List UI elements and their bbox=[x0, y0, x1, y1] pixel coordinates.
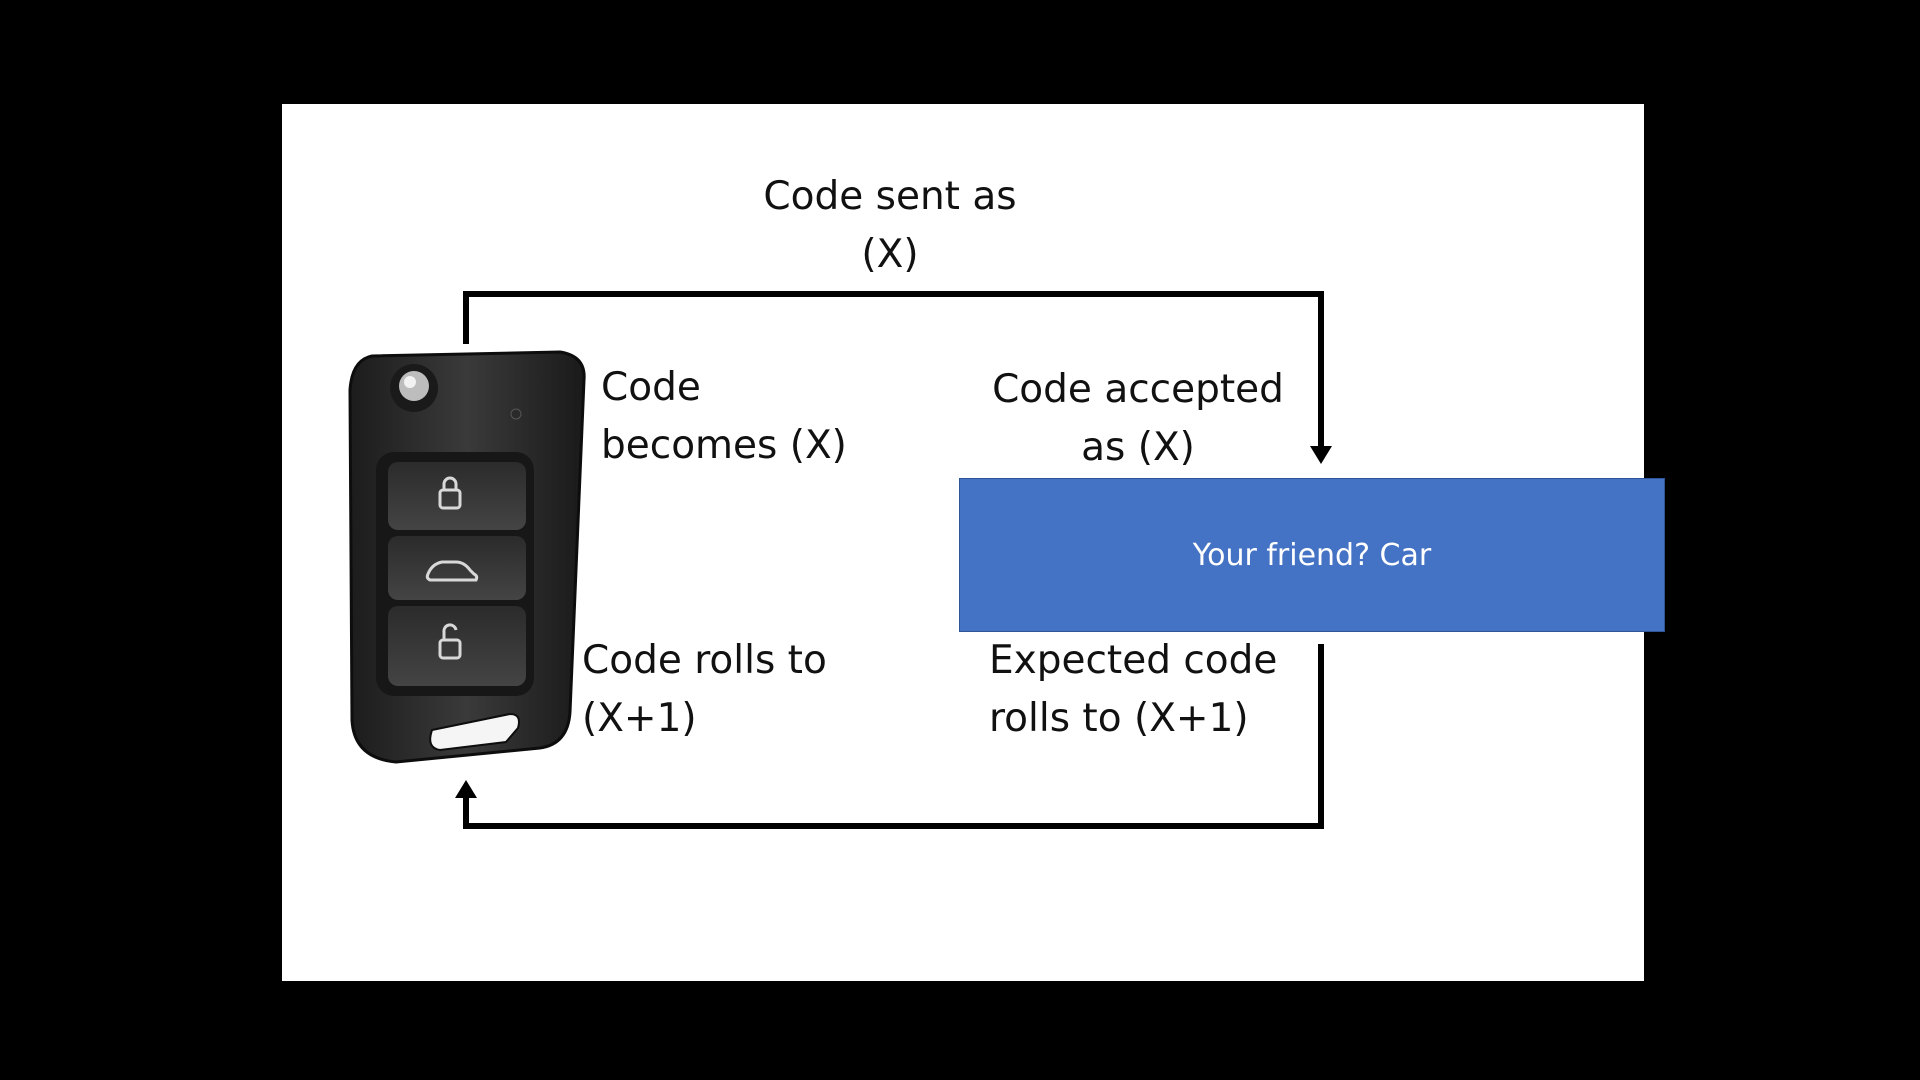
car-trunk-icon bbox=[388, 536, 526, 600]
arrow-return-path bbox=[463, 644, 1324, 829]
label-code-accepted: Code accepted as (X) bbox=[992, 367, 1284, 470]
lock-icon bbox=[388, 462, 526, 530]
label-code-becomes: Code becomes (X) bbox=[601, 365, 847, 468]
key-fob-image bbox=[348, 350, 586, 764]
label-code-sent: Code sent as (X) bbox=[763, 174, 1017, 277]
unlock-icon bbox=[388, 606, 526, 686]
car-box-label: Your friend? Car bbox=[1192, 537, 1432, 573]
label-expected-rolls: Expected code rolls to (X+1) bbox=[989, 638, 1278, 741]
arrow-sent-path bbox=[463, 291, 1324, 452]
car-box: Your friend? Car bbox=[959, 478, 1665, 632]
arrow-return-head bbox=[455, 780, 477, 798]
arrow-sent-head bbox=[1310, 446, 1332, 464]
label-code-rolls: Code rolls to (X+1) bbox=[582, 638, 827, 741]
